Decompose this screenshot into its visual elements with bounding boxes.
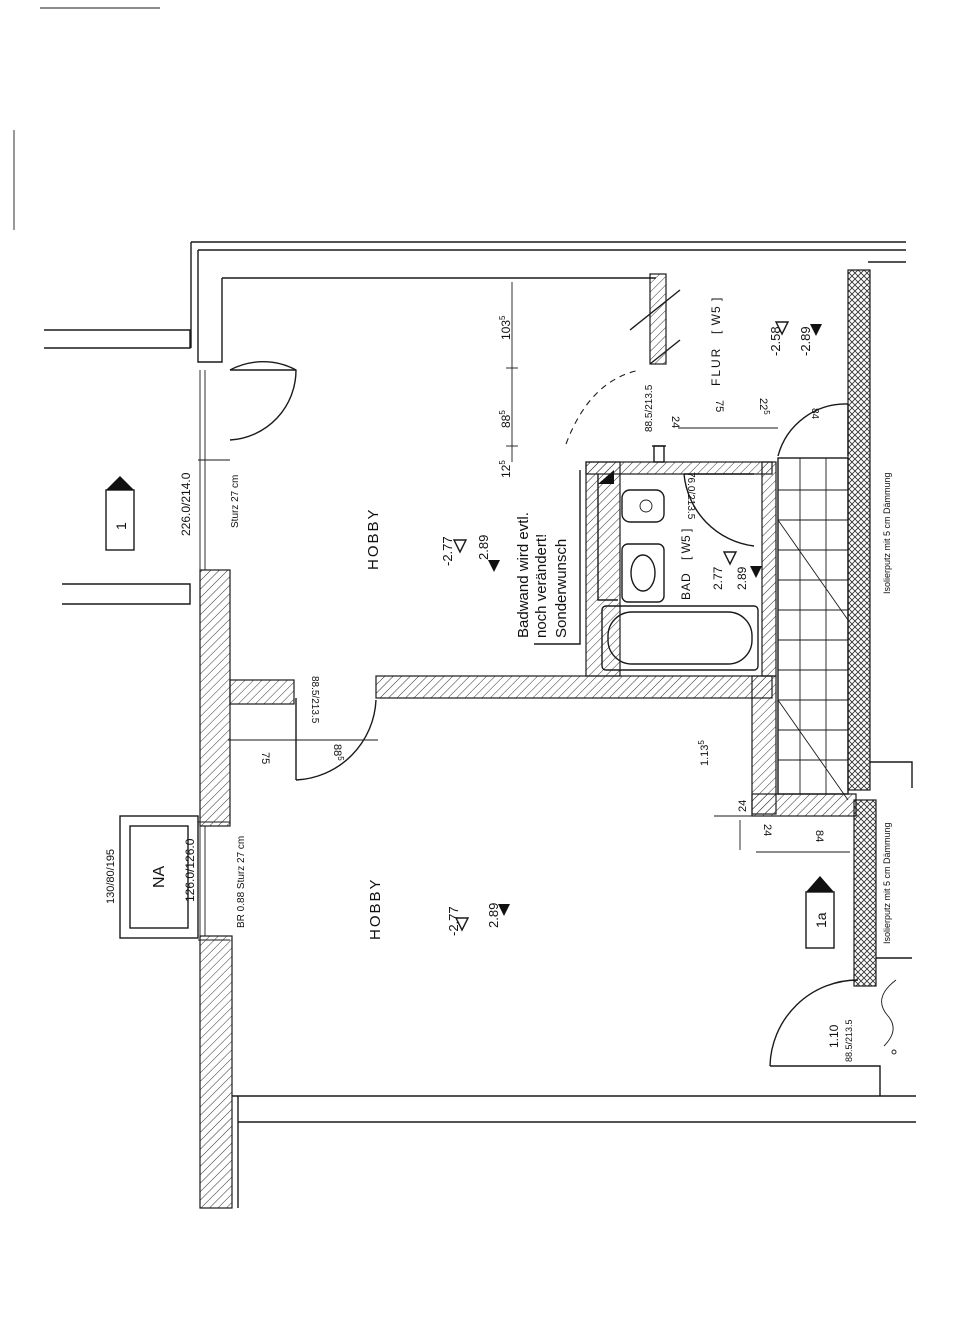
- exterior-steps: [44, 329, 230, 941]
- open-triangle-down-icon: [454, 917, 470, 932]
- interior-walls: [228, 273, 857, 817]
- door-swing-top: [229, 361, 297, 441]
- level-b-flur: -2.89: [798, 326, 813, 356]
- dim-22: 225: [757, 398, 771, 415]
- flur-door-swing: [565, 369, 641, 445]
- level-a-hobby-bottom: -2.77: [446, 906, 461, 936]
- na-box-outer: [119, 815, 199, 939]
- dim-113: 1.135: [697, 740, 711, 766]
- flur-door-size: 88.5/213.5: [644, 384, 655, 432]
- top-sturz: Sturz 27 cm: [230, 475, 241, 528]
- level-a-bad: 2.77: [711, 566, 725, 590]
- open-triangle-down-icon: [774, 321, 790, 336]
- outer-walls: [190, 241, 916, 1209]
- note-line-2: noch verändert!: [533, 534, 550, 638]
- filled-triangle-down-icon: [810, 324, 822, 336]
- break-line: [881, 979, 897, 1047]
- level-b-bad: 2.89: [735, 566, 749, 590]
- dim-88: 885: [498, 410, 513, 428]
- dim-84b: 84: [813, 830, 825, 842]
- insulation-lower: Isolierputz mit 5 cm Dämmung: [882, 822, 892, 944]
- labels: HOBBY -2.77 2.89 HOBBY -2.77 2.89 BAD [ …: [105, 297, 892, 1062]
- room-code-flur: [ W5 ]: [709, 297, 723, 334]
- dimension-lines: [506, 282, 850, 853]
- left-wall-hatched: [199, 569, 231, 827]
- bottom-br-sturz: BR 0.88 Sturz 27 cm: [236, 836, 247, 928]
- inner-door-size: 88.5/213.5: [309, 676, 320, 724]
- left-wall-hatched-lower: [199, 935, 233, 1209]
- na-box-inner: [129, 825, 189, 929]
- bottom-window-size: 126.0/126.0: [183, 838, 197, 902]
- stair: [777, 403, 849, 801]
- stair-door-top: 1.10: [827, 1024, 841, 1048]
- level-b-hobby-top: 2.89: [476, 535, 491, 560]
- dim-84a: 84: [809, 408, 820, 420]
- stair-door-bottom: 88.5/213.5: [844, 1019, 854, 1062]
- note-line-3: Sonderwunsch: [553, 539, 570, 638]
- level-a-hobby-top: -2.77: [440, 536, 455, 566]
- dim-75b: 75: [259, 752, 271, 764]
- door-swing-bottom: [769, 979, 859, 1067]
- dim-24a: 24: [669, 416, 681, 428]
- note-bracket: [534, 470, 581, 645]
- bad-door-size: 76.0/213.5: [685, 472, 696, 520]
- right-wall-insulation: [847, 269, 871, 791]
- open-triangle-down-icon: [452, 539, 468, 554]
- filled-triangle-down-icon: [750, 566, 762, 578]
- section-arrow-icon: [106, 476, 134, 490]
- section-number-top: 1: [113, 522, 129, 530]
- dim-24b: 24: [737, 800, 749, 812]
- section-number-bottom: 1a: [813, 912, 829, 928]
- room-code-bad: [ W5 ]: [679, 529, 693, 560]
- top-door-window-size: 226.0/214.0: [179, 472, 193, 536]
- dim-75a: 75: [713, 400, 725, 412]
- bathtub: [601, 605, 759, 671]
- na-label: NA: [151, 865, 168, 888]
- washbasin: [621, 543, 665, 603]
- level-a-flur: -2.58: [768, 326, 783, 356]
- level-markers: [452, 321, 822, 932]
- filled-triangle-down-icon: [488, 560, 500, 572]
- insulation-upper: Isolierputz mit 5 cm Dämmung: [882, 472, 892, 594]
- filled-triangle-down-icon: [498, 904, 510, 916]
- section-marker-top: [105, 489, 135, 551]
- toilet: [621, 489, 665, 523]
- room-name-hobby-bottom: HOBBY: [367, 877, 384, 940]
- room-name-bad: BAD: [679, 572, 693, 600]
- right-wall-insulation-lower: [853, 799, 877, 987]
- open-triangle-down-icon: [722, 551, 738, 566]
- dim-24c: 24: [761, 824, 773, 836]
- bathroom-fixtures: [598, 470, 759, 671]
- room-name-flur: FLUR: [709, 347, 723, 386]
- room-name-hobby-top: HOBBY: [365, 507, 382, 570]
- dim-88b: 885: [331, 744, 345, 761]
- na-size: 130/80/195: [105, 849, 117, 904]
- note-line-1: Badwand wird evtl.: [515, 512, 532, 638]
- dim-103: 1035: [498, 315, 513, 340]
- section-arrow-icon: [806, 876, 834, 892]
- dim-12: 125: [498, 460, 513, 478]
- level-b-hobby-bottom: 2.89: [486, 903, 501, 928]
